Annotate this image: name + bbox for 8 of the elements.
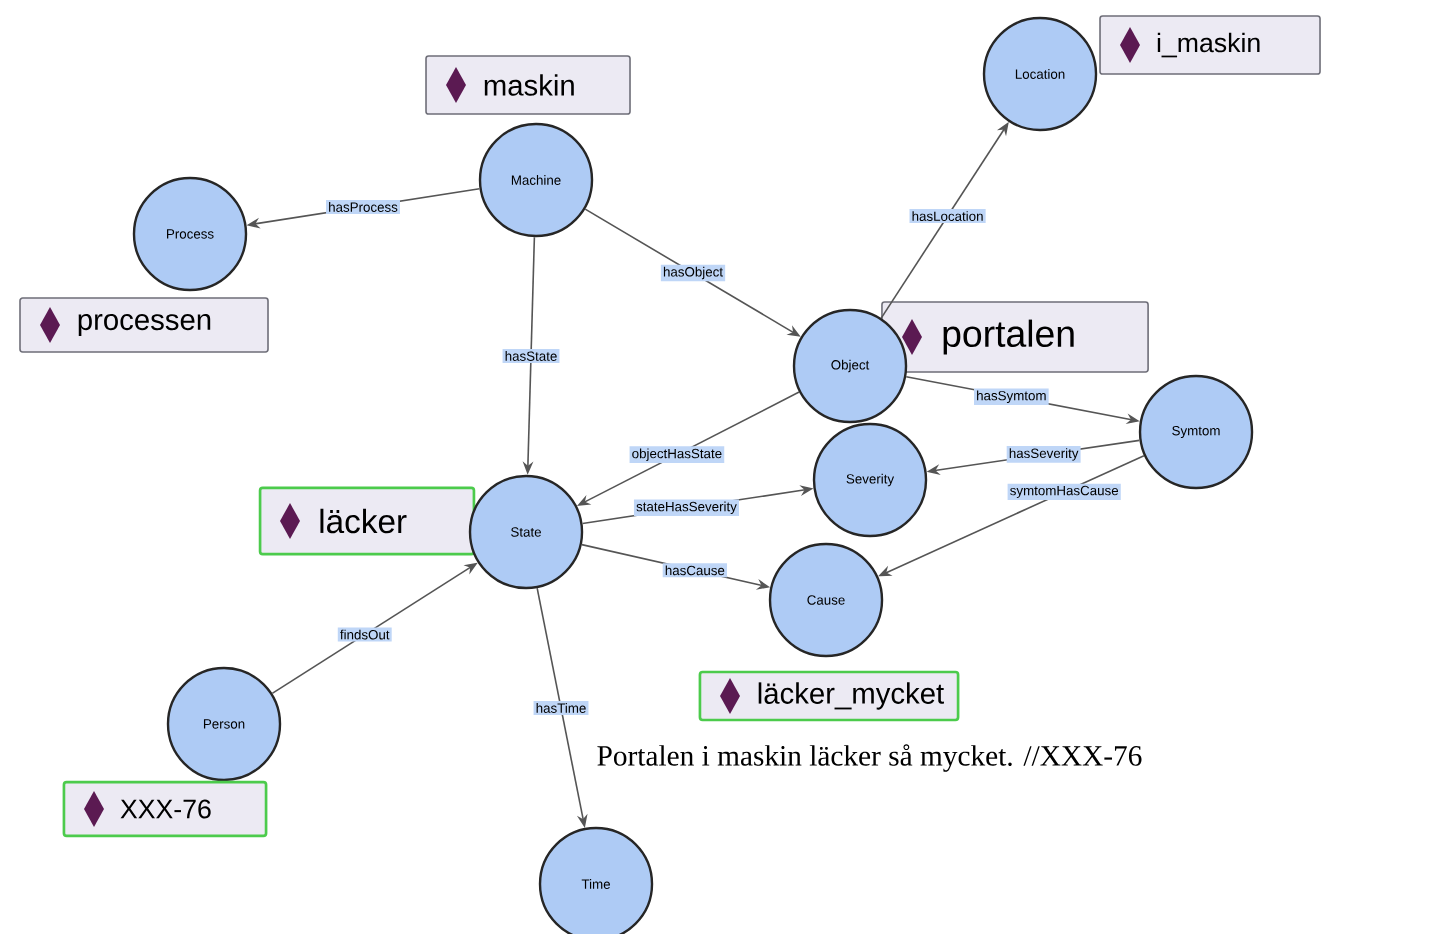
instance-box: XXX-76	[62, 780, 268, 838]
caption-text: Portalen i maskin läcker så mycket. //XXX-76	[597, 744, 1142, 772]
instance-box: i_maskin	[1099, 15, 1321, 75]
instance-box: maskin	[425, 55, 631, 115]
instance-box: processen	[19, 297, 269, 353]
instance-box: läcker	[258, 486, 476, 556]
instance-box: portalen	[881, 301, 1149, 373]
instance-box: läcker_mycket	[698, 670, 960, 722]
